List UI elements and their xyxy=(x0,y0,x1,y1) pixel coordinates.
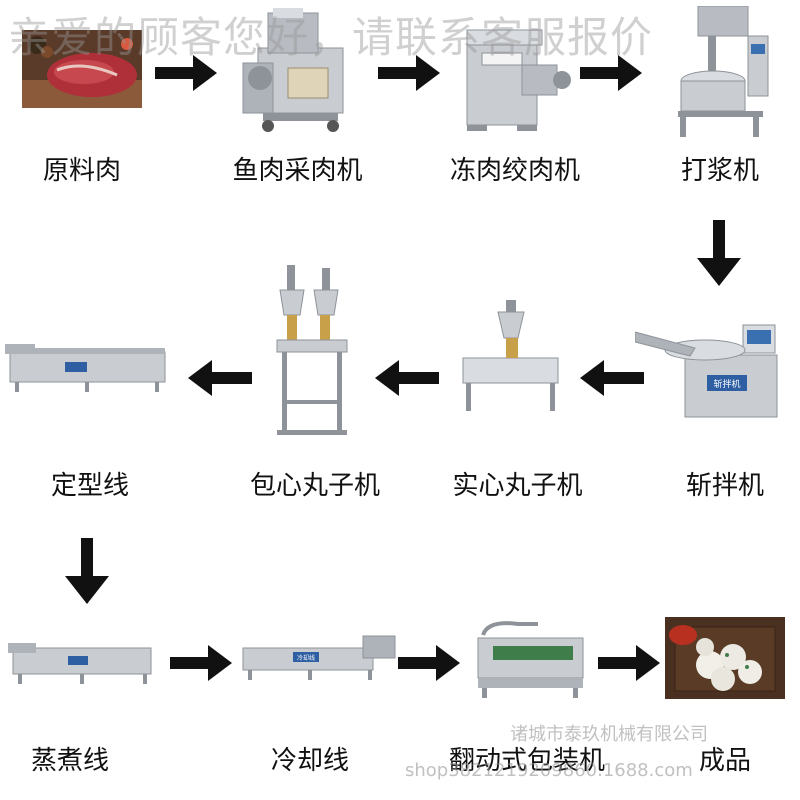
chopper-panel-text: 斩拌机 xyxy=(713,378,740,390)
watermark-shop: shop3821219209860.1688.com xyxy=(405,760,693,781)
label-solid-meatball: 实心丸子机 xyxy=(452,471,583,501)
arrow-right-icon xyxy=(398,645,460,681)
arrow-left-icon xyxy=(188,360,252,396)
arrow-right-icon xyxy=(598,645,660,681)
label-packaging: 翻动式包装机 xyxy=(448,746,605,776)
arrow-down-icon xyxy=(697,220,741,286)
beater-machine-image xyxy=(678,6,769,137)
arrow-right-icon xyxy=(378,55,440,91)
chopper-machine-image: 斩拌机 xyxy=(635,324,778,418)
finished-product-image xyxy=(665,617,785,699)
arrow-left-icon xyxy=(580,360,644,396)
label-raw-meat: 原料肉 xyxy=(42,156,121,186)
steaming-line-image xyxy=(8,643,152,684)
label-cooling-line: 冷却线 xyxy=(270,746,349,776)
label-finished-product: 成品 xyxy=(698,746,751,776)
frozen-grinder-image xyxy=(466,29,571,131)
label-frozen-grinder: 冻肉绞肉机 xyxy=(449,156,580,186)
fish-picker-machine-image xyxy=(242,8,344,132)
arrow-down-icon xyxy=(65,538,109,604)
packaging-machine-image xyxy=(477,621,584,698)
label-beater: 打浆机 xyxy=(680,156,759,186)
label-fish-picker: 鱼肉采肉机 xyxy=(232,156,363,186)
watermark-company: 诸城市泰玖机械有限公司 xyxy=(510,724,708,745)
stuffed-meatball-machine-image xyxy=(276,265,348,435)
label-stuffed-meatball: 包心丸子机 xyxy=(249,471,380,501)
cooling-panel-text: 冷却线 xyxy=(297,654,315,662)
raw-meat-image xyxy=(22,30,142,108)
cooling-line-image: 冷却线 xyxy=(242,635,396,680)
arrow-right-icon xyxy=(170,645,232,681)
forming-line-image xyxy=(5,344,166,392)
label-forming-line: 定型线 xyxy=(50,471,129,501)
arrow-right-icon xyxy=(580,55,642,91)
label-chopper: 斩拌机 xyxy=(685,471,764,501)
arrow-left-icon xyxy=(375,360,439,396)
solid-meatball-machine-image xyxy=(462,300,559,411)
watermark-top: 亲爱的顾客您好，请联系客服报价 xyxy=(8,13,654,62)
arrow-right-icon xyxy=(155,55,217,91)
label-steaming-line: 蒸煮线 xyxy=(30,746,109,776)
